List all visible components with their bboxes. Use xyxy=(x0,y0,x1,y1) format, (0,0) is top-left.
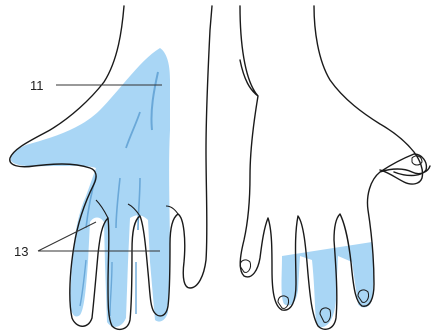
left-hand xyxy=(10,6,212,329)
label-13: 13 xyxy=(14,245,28,258)
right-hand xyxy=(240,6,430,329)
label-11: 11 xyxy=(30,79,44,92)
